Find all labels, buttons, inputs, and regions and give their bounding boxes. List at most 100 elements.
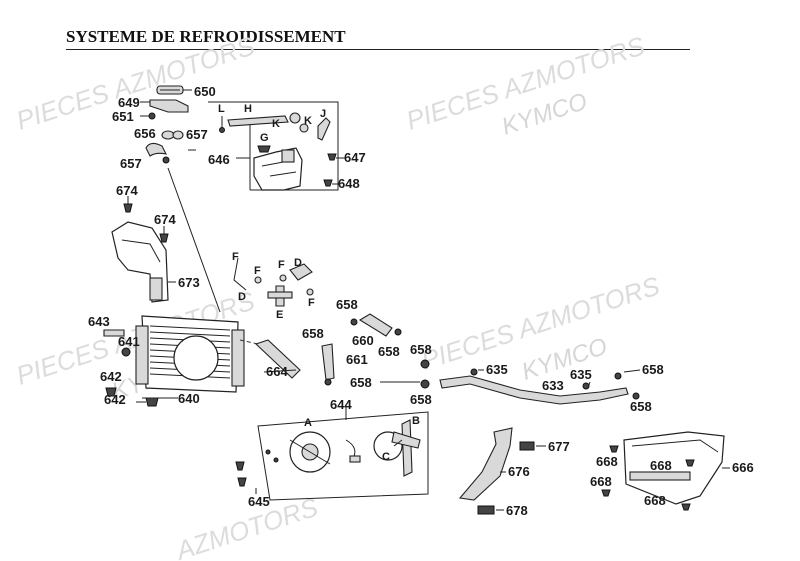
hose-elbow bbox=[289, 263, 313, 281]
subpart-letter: F bbox=[308, 297, 315, 309]
subpart-letter: K bbox=[304, 115, 312, 127]
callout-number: 657 bbox=[120, 156, 142, 171]
coolant-pipe bbox=[439, 375, 629, 405]
subpart-letter: H bbox=[244, 103, 252, 115]
callout-number: 658 bbox=[350, 375, 372, 390]
callout-number: 658 bbox=[630, 399, 652, 414]
callout-numbers: 650 649 651 656 657 657 646 647 648 674 … bbox=[88, 84, 754, 518]
radiator-shroud-group bbox=[111, 196, 169, 303]
fan-assembly-frame bbox=[257, 411, 429, 501]
leader-lines bbox=[142, 149, 730, 511]
callout-number: 657 bbox=[186, 127, 208, 142]
subpart-letter: C bbox=[382, 451, 390, 463]
clip bbox=[614, 372, 622, 380]
screw bbox=[681, 503, 691, 511]
breather-hose bbox=[145, 142, 167, 157]
radiator-tank bbox=[135, 325, 149, 385]
subpart-letter: D bbox=[238, 291, 246, 303]
bolt bbox=[477, 505, 495, 515]
radiator-cover-group bbox=[601, 431, 725, 511]
bolt bbox=[237, 477, 247, 487]
callout-number: 635 bbox=[570, 367, 592, 382]
reservoir-tank bbox=[253, 147, 303, 191]
callout-number: 650 bbox=[194, 84, 216, 99]
callout-number: 640 bbox=[178, 391, 200, 406]
leader-line bbox=[167, 167, 221, 313]
callout-number: 677 bbox=[548, 439, 570, 454]
subpart-letter: F bbox=[278, 259, 285, 271]
subpart-letters: L H J G K K F F F D D F E A B C bbox=[218, 103, 420, 463]
callout-number: 642 bbox=[100, 369, 122, 384]
bolt bbox=[519, 441, 535, 451]
fan-blade bbox=[391, 431, 421, 449]
subpart-letter: E bbox=[276, 309, 283, 321]
clamp bbox=[161, 130, 175, 140]
subpart-letter: J bbox=[320, 108, 326, 120]
bolt bbox=[159, 233, 169, 243]
subpart-letter: F bbox=[254, 265, 261, 277]
callout-number: 664 bbox=[266, 364, 288, 379]
fan-shroud-opening bbox=[173, 335, 219, 381]
callout-number: 658 bbox=[410, 392, 432, 407]
callout-number: 644 bbox=[330, 397, 352, 412]
callout-number: 673 bbox=[178, 275, 200, 290]
clamp bbox=[172, 130, 184, 140]
coolant-hose bbox=[358, 313, 393, 337]
seal bbox=[289, 112, 301, 124]
callout-number: 643 bbox=[88, 314, 110, 329]
subpart-letter: K bbox=[272, 118, 280, 130]
subpart-letter: G bbox=[260, 132, 269, 144]
small-hose bbox=[233, 257, 247, 291]
bolt bbox=[145, 397, 159, 407]
clamp bbox=[162, 156, 170, 164]
coolant-pipe-assembly bbox=[439, 368, 640, 405]
clip bbox=[327, 153, 337, 161]
callout-number: 678 bbox=[506, 503, 528, 518]
drain-screw bbox=[103, 329, 125, 337]
callout-number: 641 bbox=[118, 334, 140, 349]
callout-number: 649 bbox=[118, 95, 140, 110]
callout-number: 658 bbox=[410, 342, 432, 357]
screw bbox=[685, 459, 695, 467]
hose-fittings bbox=[233, 257, 314, 307]
callout-number: 633 bbox=[542, 378, 564, 393]
radiator-cover bbox=[623, 431, 725, 505]
coolant-hoses bbox=[321, 313, 430, 389]
assembly-frame bbox=[208, 101, 339, 191]
subpart-letter: B bbox=[412, 415, 420, 427]
subpart-letter: F bbox=[232, 251, 239, 263]
radiator-tank bbox=[231, 329, 245, 387]
callout-number: 646 bbox=[208, 152, 230, 167]
callout-number: 642 bbox=[104, 392, 126, 407]
support-bracket-group bbox=[458, 427, 535, 515]
callout-number: 666 bbox=[732, 460, 754, 475]
callout-number: 645 bbox=[248, 494, 270, 509]
fan-assembly bbox=[235, 411, 429, 501]
callout-number: 656 bbox=[134, 126, 156, 141]
cap bbox=[257, 145, 271, 153]
screw bbox=[609, 445, 619, 453]
callout-number: 635 bbox=[486, 362, 508, 377]
subpart-letter: D bbox=[294, 257, 302, 269]
title-underline bbox=[66, 49, 690, 50]
callout-number: 674 bbox=[116, 183, 138, 198]
callout-number: 658 bbox=[336, 297, 358, 312]
callout-number: 658 bbox=[378, 344, 400, 359]
clip bbox=[323, 179, 333, 187]
bolt bbox=[123, 203, 133, 213]
subpart-letter: A bbox=[304, 417, 312, 429]
bolt bbox=[105, 387, 117, 397]
callout-number: 651 bbox=[112, 109, 134, 124]
screw bbox=[601, 489, 611, 497]
fan-blade bbox=[401, 419, 413, 477]
clip bbox=[121, 347, 131, 357]
clip bbox=[632, 392, 640, 400]
page-title: SYSTEME DE REFROIDISSEMENT bbox=[66, 27, 346, 46]
seal bbox=[299, 123, 309, 133]
vent-pipe bbox=[317, 117, 331, 141]
subpart-letter: L bbox=[218, 103, 225, 115]
callout-number: 668 bbox=[644, 493, 666, 508]
overflow-hose bbox=[227, 115, 289, 127]
